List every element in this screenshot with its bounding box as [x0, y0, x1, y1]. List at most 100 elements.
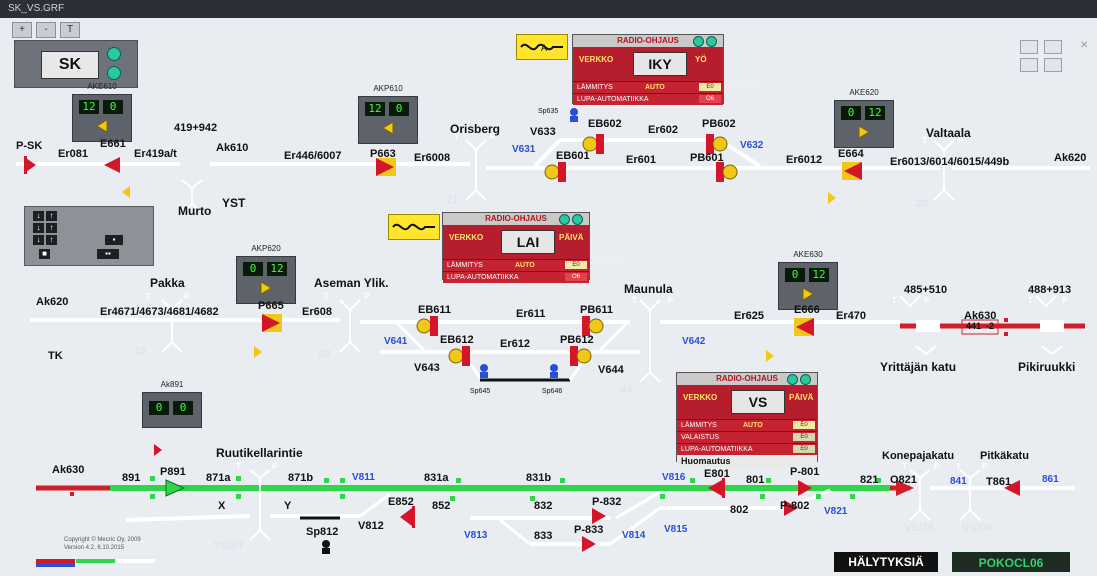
- track-segment[interactable]: [789, 488, 831, 510]
- direction-arrow-icon: [154, 444, 162, 456]
- zoom-out-button[interactable]: -: [36, 22, 56, 38]
- track-segment[interactable]: [396, 322, 426, 352]
- track-segment[interactable]: [499, 518, 531, 546]
- label-p: P: [184, 292, 190, 301]
- label-v643: V643: [414, 362, 440, 374]
- signal-eb602-icon[interactable]: [582, 134, 604, 154]
- window-tile-2[interactable]: [1044, 40, 1062, 54]
- label-841: 841: [950, 476, 967, 487]
- signal-pb601-icon[interactable]: [716, 162, 738, 182]
- signal-pb611-icon[interactable]: [582, 316, 604, 336]
- label-er625: Er625: [734, 310, 764, 322]
- cmd-icon[interactable]: ▪▪: [97, 249, 119, 259]
- radio-control-tag-iky[interactable]: A: [516, 34, 568, 60]
- signal-e666-icon[interactable]: [796, 318, 814, 336]
- row-state: E0: [793, 445, 815, 453]
- cmd-icon[interactable]: ↑: [46, 211, 57, 221]
- cmd-icon[interactable]: ↓: [33, 211, 44, 221]
- signal-pb612-icon[interactable]: [570, 346, 592, 366]
- cmd-icon[interactable]: ↑: [46, 223, 57, 233]
- row-label: LÄMMITYS: [577, 84, 613, 91]
- signal-eb612-icon[interactable]: [448, 346, 470, 366]
- signal-p801-icon[interactable]: [798, 480, 812, 496]
- signal-pb602-icon[interactable]: [706, 134, 728, 154]
- signal-p665-icon[interactable]: [262, 314, 280, 332]
- label-sp646: Sp646: [542, 388, 563, 395]
- track-id-box[interactable]: [961, 319, 999, 335]
- panel-row-permit-automation[interactable]: LUPA-AUTOMATIIKKA O6: [573, 93, 723, 105]
- signal-e852-icon[interactable]: [400, 508, 412, 526]
- area-selector[interactable]: SK: [14, 40, 138, 88]
- radio-panel-iky[interactable]: RADIO-OHJAUS VERKKO IKY YÖ LÄMMITYS AUTO…: [572, 34, 724, 105]
- window-tile-1[interactable]: [1020, 40, 1038, 54]
- signal-e664-icon[interactable]: [844, 162, 862, 180]
- zoom-in-button[interactable]: +: [12, 22, 32, 38]
- window-tile-4[interactable]: [1044, 58, 1062, 72]
- track-segment[interactable]: [533, 138, 562, 168]
- status-dot-icon: [800, 374, 811, 385]
- panel-body: VERKKO LAI PÄIVÄ: [443, 225, 589, 259]
- ak-box-akp620[interactable]: AKP620 0 12: [236, 244, 296, 304]
- label-er6013: Er6013/6014/6015/449b: [890, 156, 1010, 168]
- ak-box-akp610[interactable]: AKP610 12 0: [358, 84, 418, 144]
- station-maunula: Maunula: [624, 282, 673, 296]
- person-icon[interactable]: [550, 364, 558, 378]
- cmd-icon[interactable]: ▪: [105, 235, 123, 245]
- ak-box-ak891[interactable]: Ak891 0 0: [142, 380, 202, 428]
- signal-e801-icon[interactable]: [708, 480, 722, 496]
- text-toggle-button[interactable]: T: [60, 22, 80, 38]
- track-segment[interactable]: [125, 514, 251, 522]
- direction-arrow-icon: [828, 192, 836, 204]
- cmd-icon[interactable]: ↓: [33, 235, 44, 245]
- window-tile-3[interactable]: [1020, 58, 1038, 72]
- label-t: T: [1028, 296, 1033, 305]
- track-segment[interactable]: [359, 492, 391, 518]
- panel-row-heating[interactable]: LÄMMITYS AUTO E0: [677, 419, 817, 431]
- ak-box-ake620[interactable]: AKE620 0 12: [834, 88, 894, 148]
- signal-o821-icon[interactable]: [896, 480, 914, 496]
- person-icon[interactable]: [480, 364, 488, 378]
- cmd-icon[interactable]: ■: [39, 249, 50, 259]
- row-value: AUTO: [515, 262, 535, 269]
- signal-eb601-icon[interactable]: [544, 162, 566, 182]
- track-segment[interactable]: [609, 506, 661, 546]
- panel-row-heating[interactable]: LÄMMITYS AUTO E0: [573, 81, 723, 93]
- signal-e661-icon[interactable]: [104, 157, 120, 173]
- label-832: 832: [534, 500, 553, 512]
- alarms-button[interactable]: HÄLYTYKSIÄ: [834, 552, 938, 572]
- server-status[interactable]: POKOCL06: [952, 552, 1070, 572]
- panel-row-heating[interactable]: LÄMMITYS AUTO E0: [443, 259, 589, 271]
- signal-p663-icon[interactable]: [376, 158, 394, 176]
- ak-box-ake630[interactable]: AKE630 0 12: [778, 250, 838, 310]
- person-icon[interactable]: [570, 108, 578, 122]
- signal-eb611-icon[interactable]: [416, 316, 438, 336]
- ak-label: AKE610: [87, 82, 117, 91]
- radio-control-tag-lai[interactable]: [388, 214, 440, 240]
- close-icon[interactable]: ✕: [1080, 40, 1089, 51]
- ak-box-ake610[interactable]: AKE610 12 0: [72, 82, 132, 142]
- panel-row-permit-automation[interactable]: LUPA-AUTOMATIIKKA E0: [677, 443, 817, 455]
- track-segment[interactable]: [598, 322, 628, 352]
- label-p: P: [924, 296, 930, 305]
- panel-row-permit-automation[interactable]: LUPA-AUTOMATIIKKA O6: [443, 271, 589, 283]
- signal-p832-icon[interactable]: [592, 508, 606, 524]
- ak-left-value: 0: [149, 401, 169, 415]
- signal-p833-icon[interactable]: [582, 536, 596, 552]
- panel-row-lighting[interactable]: VALAISTUS E0: [677, 431, 817, 443]
- person-icon[interactable]: [322, 540, 330, 554]
- cmd-icon[interactable]: ↓: [33, 223, 44, 233]
- signal-p802-icon[interactable]: [784, 500, 798, 516]
- track-segment[interactable]: [615, 490, 661, 520]
- signal-t861-icon[interactable]: [1004, 480, 1020, 496]
- signal-psk-icon[interactable]: [26, 158, 36, 172]
- panel-verkko: VERKKO: [449, 233, 484, 242]
- label-pb611: PB611: [580, 304, 614, 316]
- label-e852: E852: [388, 496, 414, 508]
- track-marker: [1004, 318, 1008, 336]
- signal-p891-icon[interactable]: [165, 479, 186, 497]
- command-panel[interactable]: ↓ ↑ ↓ ↑ ↓ ↑ ■ ▪ ▪▪: [24, 206, 154, 266]
- radio-panel-lai[interactable]: RADIO-OHJAUS VERKKO LAI PÄIVÄ LÄMMITYS A…: [442, 212, 590, 283]
- radio-panel-vs[interactable]: RADIO-OHJAUS VERKKO VS PÄIVÄ LÄMMITYS AU…: [676, 372, 818, 467]
- cmd-icon[interactable]: ↑: [46, 235, 57, 245]
- legend-green: [76, 559, 115, 563]
